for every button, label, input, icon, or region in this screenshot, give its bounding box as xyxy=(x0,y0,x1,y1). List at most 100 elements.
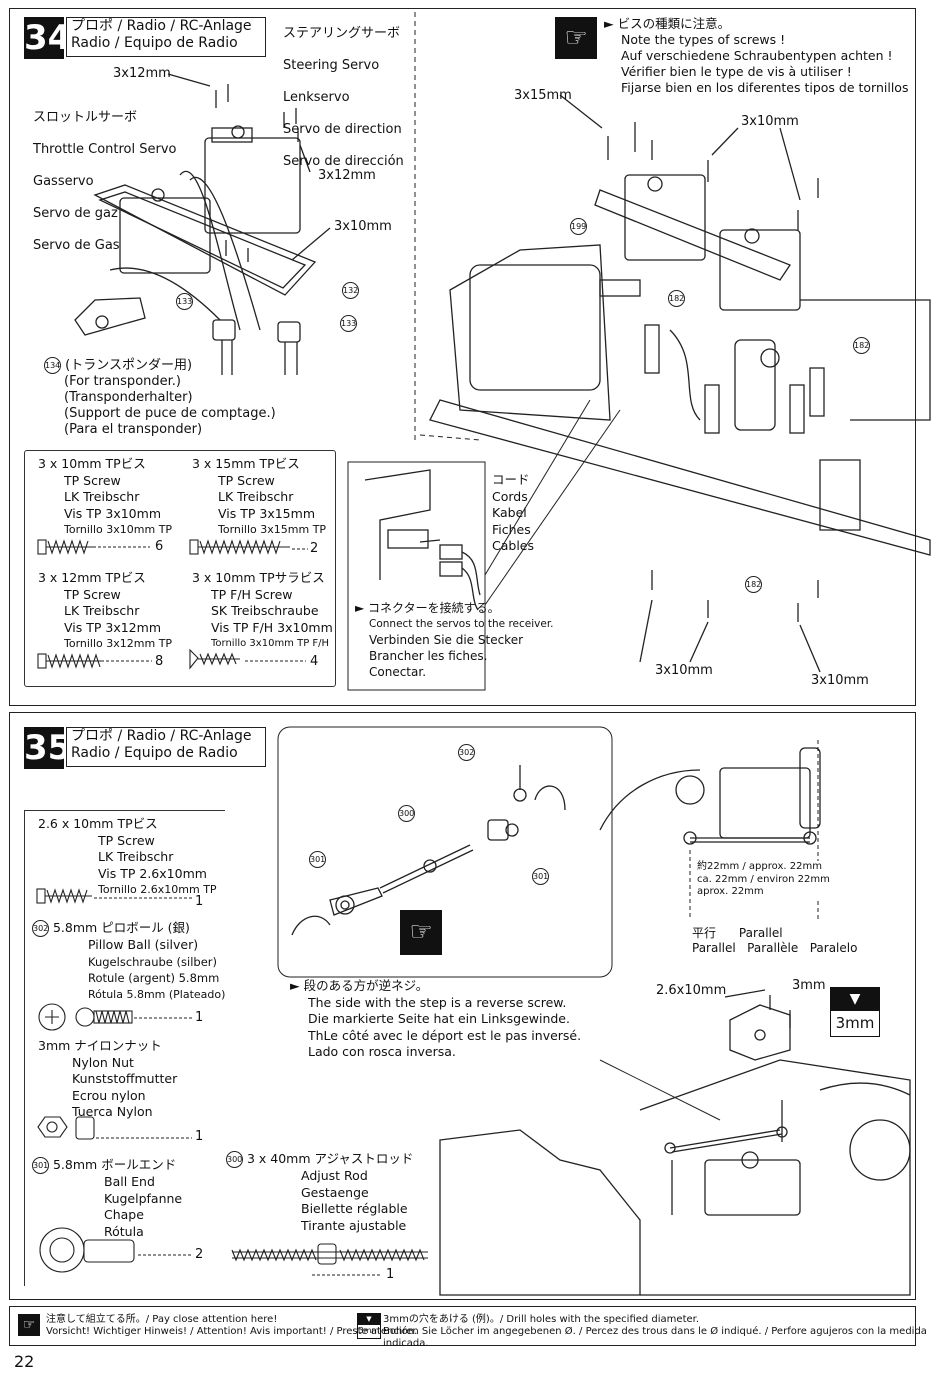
part-301-id: 301 xyxy=(32,1157,49,1174)
cords-label: コード Cords Kabel Fiches Cables xyxy=(492,472,534,555)
cords-de: Kabel xyxy=(492,505,527,520)
part-screw-3x15-tp-qty: 2 xyxy=(310,541,319,556)
part-screw-3x12-tp-de: LK Treibschr xyxy=(64,603,140,618)
step-34-title: プロポ / Radio / RC-Anlage Radio / Equipo d… xyxy=(66,17,266,57)
part-301a-callout: 301 xyxy=(309,851,326,868)
part-screw-3x10-fh-fr: Vis TP F/H 3x10mm xyxy=(211,619,333,635)
part-133a-callout: 133 xyxy=(176,293,193,310)
screw-3x10-label-d: 3x10mm xyxy=(811,673,869,688)
parallel-line1: 平行 Parallel xyxy=(692,926,783,940)
part-nylon-nut-fr: Ecrou nylon xyxy=(72,1087,146,1103)
footer-drill-text: 3mmの穴をあける (例)。/ Drill holes with the spe… xyxy=(383,1314,950,1350)
step-35-parts-box xyxy=(24,810,225,1286)
cords-en: Cords xyxy=(492,488,528,504)
part-screw-3x10-fh-jp: 3 x 10mm TPサラビス xyxy=(192,570,325,585)
connector-jp: コネクターを接続する。 xyxy=(368,601,500,615)
step-34-parts-box xyxy=(24,450,336,687)
footer-drill-jp: 3mmの穴をあける (例)。/ Drill holes with the spe… xyxy=(383,1314,700,1325)
part-pillow-ball-es: Rótula 5.8mm (Plateado) xyxy=(88,987,226,1001)
drill-3mm-text: 3mm xyxy=(831,1010,879,1035)
part-adjust-rod-jp: 3 x 40mm アジャストロッド xyxy=(246,1151,414,1166)
part-nylon-nut: 3mm ナイロンナット Nylon Nut Kunststoffmutter E… xyxy=(38,1038,177,1121)
transponder-label: 134 (トランスポンダー用) (For transponder.) (Tran… xyxy=(44,357,276,438)
part-ball-end-es: Rótula xyxy=(104,1223,144,1239)
part-pillow-ball-en: Pillow Ball (silver) xyxy=(88,937,199,952)
transponder-jp: (トランスポンダー用) xyxy=(65,358,193,373)
part-ball-end: 301 5.8mm ボールエンド Ball End Kugelpfanne Ch… xyxy=(32,1157,182,1240)
transponder-es: (Para el transponder) xyxy=(64,422,203,437)
part-pillow-ball-qty: 1 xyxy=(195,1010,204,1025)
part-182c-callout: 182 xyxy=(745,576,762,593)
drill-3mm-icon: ▼ 3mm xyxy=(830,987,880,1037)
part-screw-3x10-tp-qty: 6 xyxy=(155,539,164,554)
part-screw-3x10-tp-es: Tornillo 3x10mm TP xyxy=(64,523,173,536)
connector-es: Conectar. xyxy=(369,665,427,679)
throttle-servo-jp: スロットルサーボ xyxy=(33,110,138,125)
part-pillow-ball-de: Kugelschraube (silber) xyxy=(88,954,217,969)
part-adjust-rod-en: Adjust Rod xyxy=(301,1168,368,1183)
screw-3x10-label-b: 3x10mm xyxy=(741,114,799,129)
part-302-callout: 302 xyxy=(458,744,475,761)
part-302-id: 302 xyxy=(32,920,49,937)
part-screw-26x10-es: Tornillo 2.6x10mm TP xyxy=(98,883,217,896)
part-screw-3x15-tp-en: TP Screw xyxy=(218,472,275,488)
part-screw-26x10-fr: Vis TP 2.6x10mm xyxy=(98,865,207,881)
part-screw-3x12-tp: 3 x 12mm TPビス TP Screw LK Treibschr Vis … xyxy=(38,570,172,653)
part-screw-26x10: 2.6 x 10mm TPビス TP Screw LK Treibschr Vi… xyxy=(38,816,217,899)
part-screw-3x15-tp-es: Tornillo 3x15mm TP xyxy=(218,523,327,536)
steering-servo-en: Steering Servo xyxy=(283,58,380,73)
part-adjust-rod-de: Gestaenge xyxy=(301,1184,369,1200)
part-ball-end-qty: 2 xyxy=(195,1247,204,1262)
connector-en: Connect the servos to the receiver. xyxy=(369,618,554,630)
part-screw-3x10-tp: 3 x 10mm TPビス TP Screw LK Treibschr Vis … xyxy=(38,456,172,539)
cords-es: Cables xyxy=(492,538,534,553)
part-nylon-nut-jp: 3mm ナイロンナット xyxy=(38,1038,162,1053)
transponder-fr: (Support de puce de comptage.) xyxy=(64,406,276,421)
part-screw-3x10-fh: 3 x 10mm TPサラビス TP F/H Screw SK Treibsch… xyxy=(192,570,333,653)
part-screw-26x10-qty: 1 xyxy=(195,894,204,909)
part-screw-3x12-tp-qty: 8 xyxy=(155,654,164,669)
throttle-servo-label: スロットルサーボ Throttle Control Servo Gasservo… xyxy=(33,94,177,270)
part-screw-3x10-fh-qty: 4 xyxy=(310,654,319,669)
reverse-thread-jp: 段のある方が逆ネジ。 xyxy=(303,978,429,993)
steering-servo-jp: ステアリングサーボ xyxy=(283,26,401,41)
part-screw-3x12-tp-en: TP Screw xyxy=(64,586,121,602)
step-34-panel xyxy=(9,8,916,706)
step-35-title-line1: プロポ / Radio / RC-Anlage xyxy=(71,728,252,744)
part-nylon-nut-es: Tuerca Nylon xyxy=(72,1104,153,1119)
throttle-servo-es: Servo de Gas xyxy=(33,238,120,253)
step-35-panel xyxy=(9,712,916,1300)
reverse-thread-fr: ThLe côté avec le déport est le pas inve… xyxy=(308,1027,582,1043)
part-301b-callout: 301 xyxy=(532,868,549,885)
caution-note-jp: ビスの種類に注意。 xyxy=(617,16,731,31)
steering-servo-es: Servo de dirección xyxy=(283,154,404,169)
caution-note-fr: Vérifier bien le type de vis à utiliser … xyxy=(621,64,852,79)
rod-length-jp-en: 約22mm / approx. 22mm xyxy=(697,861,822,872)
part-screw-3x15-tp-fr: Vis TP 3x15mm xyxy=(218,505,315,521)
part-ball-end-fr: Chape xyxy=(104,1207,144,1222)
screw-3x10-label-c: 3x10mm xyxy=(655,663,713,678)
part-134-callout: 134 xyxy=(44,357,61,374)
footer-drill-multi: Bohren Sie Löcher im angegebenen Ø. / Pe… xyxy=(383,1326,927,1349)
step-34-title-line2: Radio / Equipo de Radio xyxy=(71,35,238,51)
connector-fr: Brancher les fiches. xyxy=(369,649,488,663)
part-screw-26x10-jp: 2.6 x 10mm TPビス xyxy=(38,816,158,831)
part-pillow-ball-fr: Rotule (argent) 5.8mm xyxy=(88,971,220,985)
footer-drill-icon: ▼ 3mm xyxy=(357,1313,381,1339)
reverse-thread-es: Lado con rosca inversa. xyxy=(308,1044,456,1059)
rod-length-es: aprox. 22mm xyxy=(697,886,764,897)
part-screw-3x10-fh-es: Tornillo 3x10mm TP F/H xyxy=(211,638,330,649)
caution-hand-icon-35: ☞ xyxy=(400,910,442,955)
reverse-thread-en: The side with the step is a reverse scre… xyxy=(308,994,567,1010)
footer-drill-bit-icon: ▼ xyxy=(358,1314,380,1325)
caution-note-en: Note the types of screws ! xyxy=(621,32,786,47)
part-screw-3x12-tp-es: Tornillo 3x12mm TP xyxy=(64,637,173,650)
part-screw-3x15-tp-jp: 3 x 15mm TPビス xyxy=(192,456,300,471)
screw-26x10-label: 2.6x10mm xyxy=(656,983,727,998)
throttle-servo-en: Throttle Control Servo xyxy=(33,142,177,157)
footer-legend xyxy=(9,1306,916,1346)
part-adjust-rod-fr: Biellette réglable xyxy=(301,1201,408,1216)
part-ball-end-jp: 5.8mm ボールエンド xyxy=(52,1157,177,1172)
step-34-number: 34 xyxy=(24,17,72,59)
